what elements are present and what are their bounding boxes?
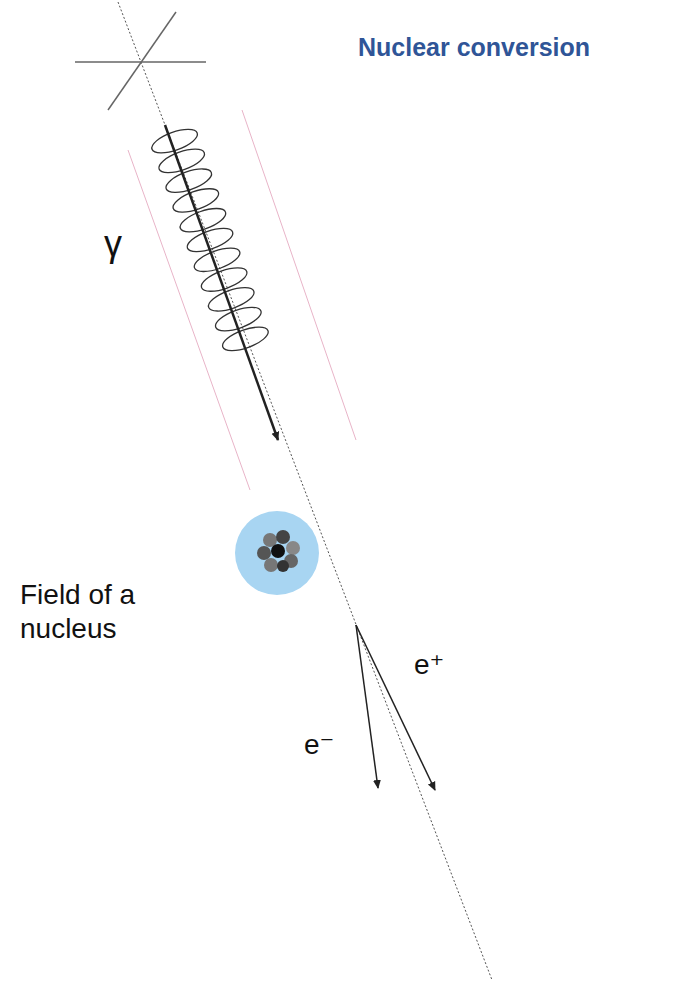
nucleus [257, 530, 300, 572]
nucleus-label: Field of a nucleus [20, 578, 190, 645]
photon-wave [149, 125, 271, 356]
electron-label: e⁻ [304, 728, 334, 762]
diagram-title: Nuclear conversion [358, 32, 590, 62]
photon-symbol: γ [104, 222, 122, 265]
positron-label: e⁺ [414, 648, 444, 682]
axis-line [118, 2, 492, 980]
guide-line [128, 150, 250, 490]
nucleus-field [235, 511, 319, 595]
cross-line [108, 12, 176, 110]
photon-arrow [165, 125, 278, 440]
